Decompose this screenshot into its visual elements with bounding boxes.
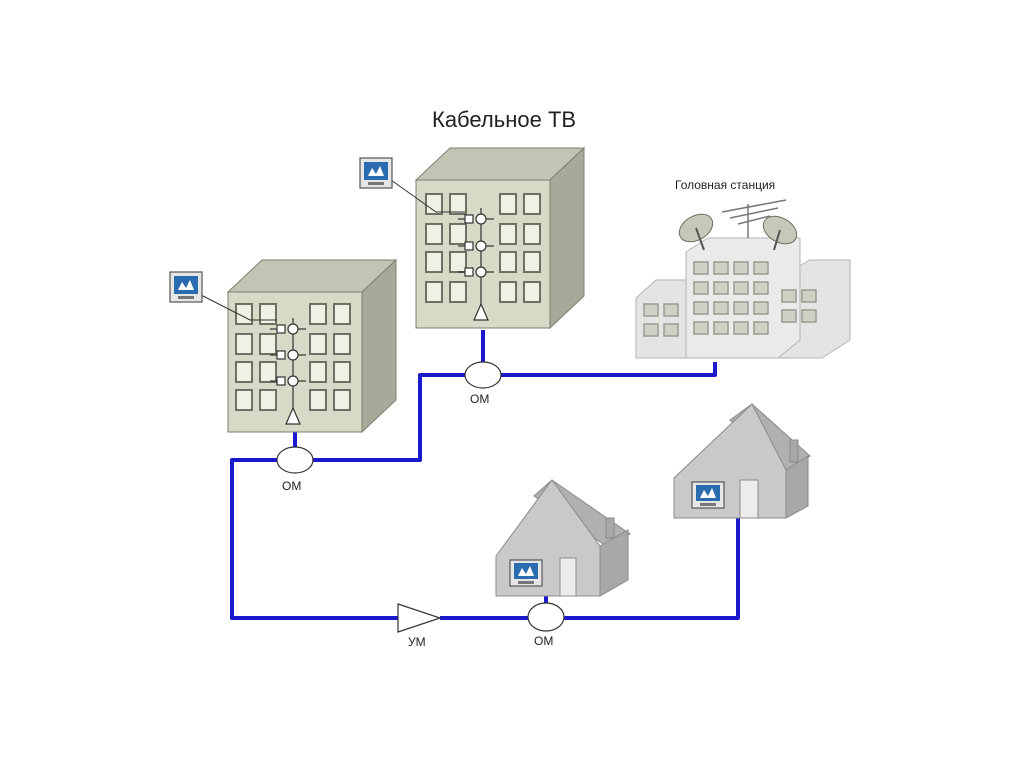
- tv-icon: [691, 481, 725, 509]
- satellite-dish-icon: [678, 213, 714, 251]
- headend-windows: [643, 261, 817, 337]
- building-right-side: [549, 146, 585, 330]
- headend-left-wing: [635, 279, 689, 359]
- amplifier-triangle-icon: [397, 603, 442, 633]
- house2-side: [785, 455, 809, 519]
- tv-icon: [509, 559, 543, 587]
- building-right-windows: [425, 193, 541, 303]
- optical-node-icon: [276, 446, 314, 474]
- house1-chimney: [605, 517, 615, 539]
- amplifier: УМ: [397, 603, 442, 649]
- house-2: [673, 403, 811, 519]
- cable-om-to-house2: [564, 515, 740, 620]
- building-left-windows: [235, 303, 351, 411]
- tv-icon: [169, 271, 203, 303]
- cable-network: [230, 330, 740, 620]
- headend-station: Головная станция: [635, 178, 851, 359]
- amplifier-triangle-icon: [473, 302, 489, 321]
- antenna-icon: [721, 199, 787, 238]
- house1-side: [599, 529, 629, 597]
- cable-headend-to-om: [500, 362, 717, 377]
- optical-node-icon: [527, 602, 565, 632]
- optical-node-a-label: ОМ: [470, 392, 489, 406]
- cable-om-to-amp: [230, 458, 398, 620]
- optical-node-c-label: ОМ: [534, 634, 553, 648]
- tv-icon: [359, 157, 393, 189]
- house2-door: [739, 479, 759, 519]
- building-right-riser: [390, 179, 494, 306]
- amplifier-triangle-icon: [285, 406, 301, 425]
- cable-om-to-om: [312, 373, 466, 462]
- apartment-building-left: [169, 258, 398, 434]
- building-left-riser: [200, 294, 306, 412]
- apartment-building-right: [359, 146, 586, 330]
- optical-node-a: ОМ: [464, 361, 502, 406]
- optical-node-c: ОМ: [527, 602, 565, 648]
- satellite-dish-icon: [762, 215, 798, 251]
- house2-chimney: [789, 439, 799, 463]
- amplifier-label: УМ: [408, 635, 426, 649]
- headend-label: Головная станция: [675, 178, 775, 192]
- house-1: [495, 479, 631, 597]
- house1-door: [559, 557, 577, 597]
- diagram-title: Кабельное ТВ: [432, 107, 576, 132]
- optical-node-icon: [464, 361, 502, 389]
- optical-node-b: ОМ: [276, 446, 314, 493]
- optical-node-b-label: ОМ: [282, 479, 301, 493]
